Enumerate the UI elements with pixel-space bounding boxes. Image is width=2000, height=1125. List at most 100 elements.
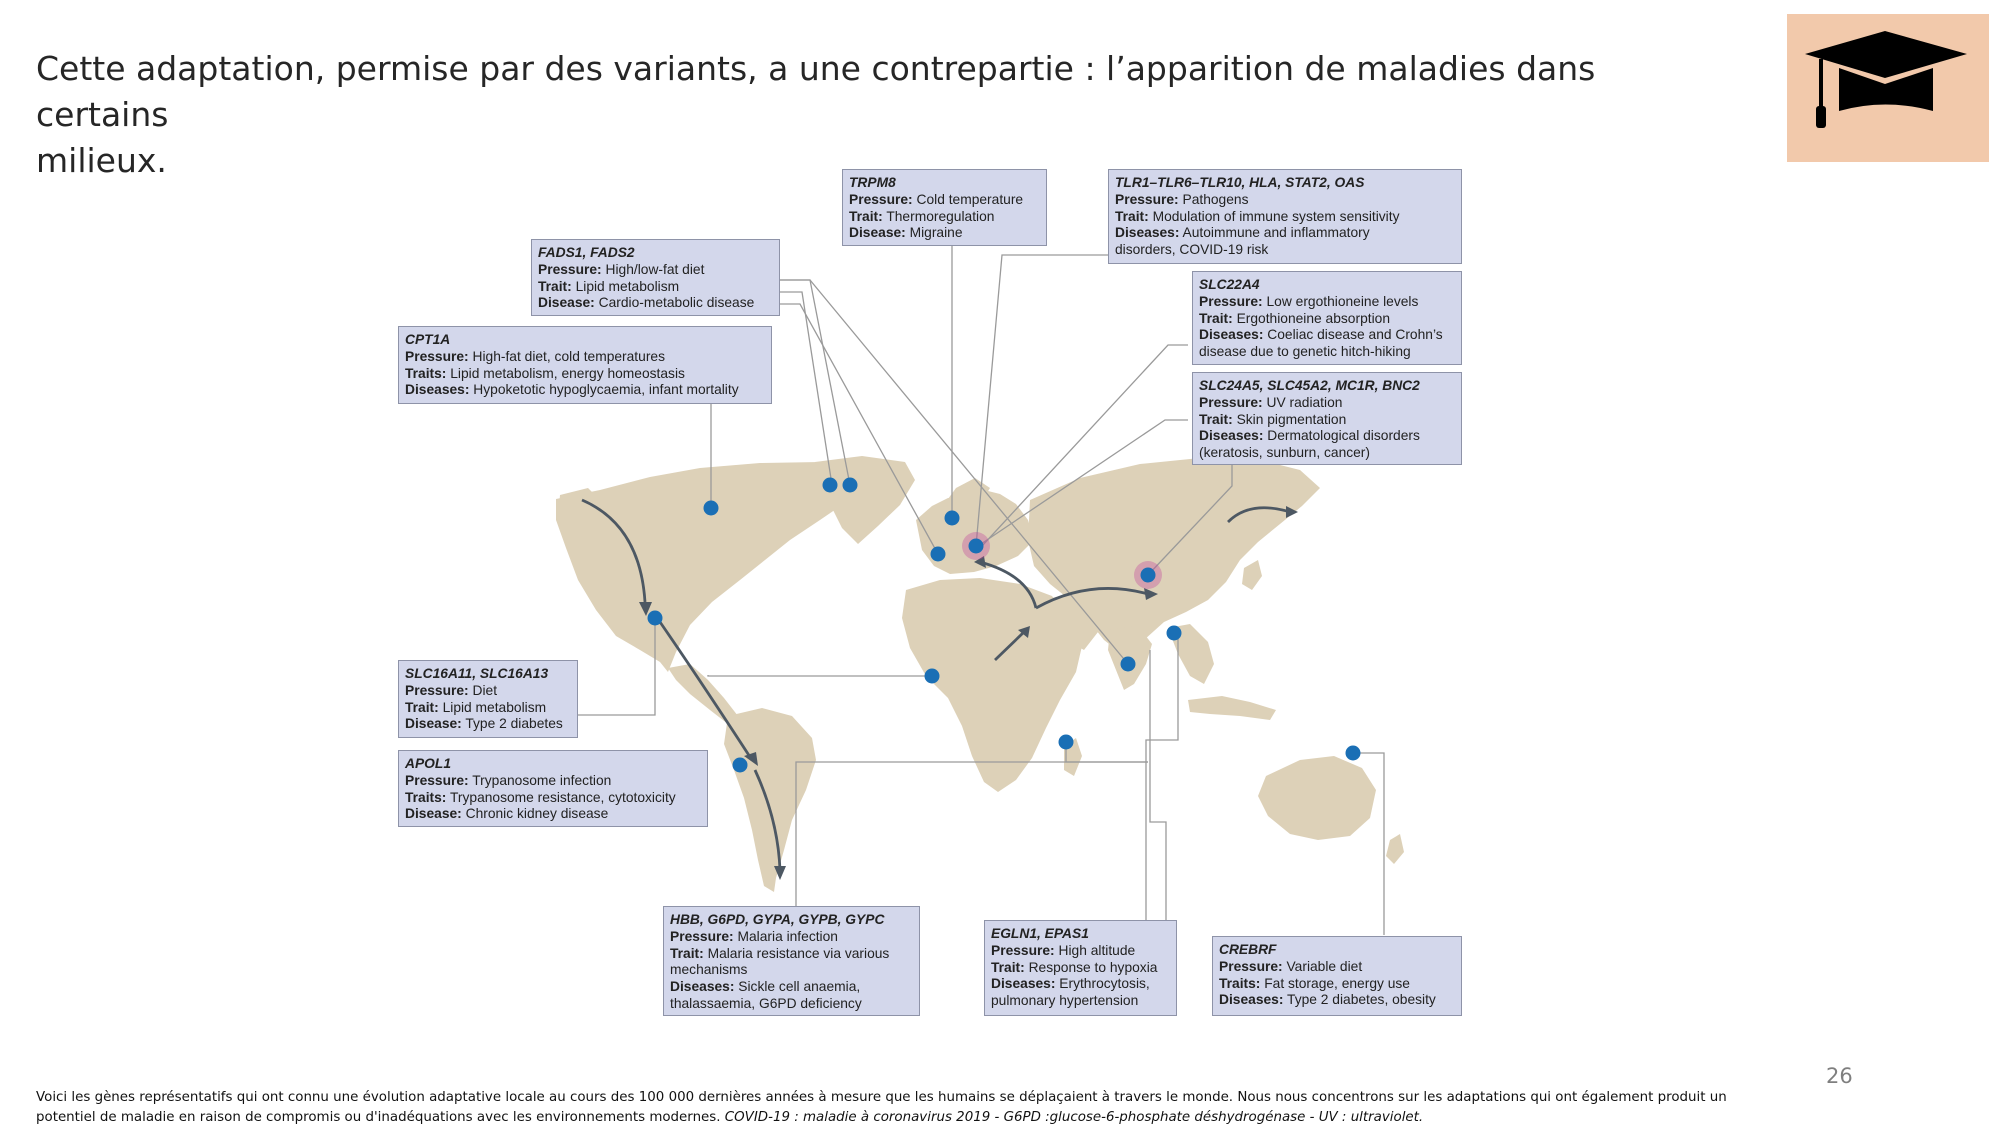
box-label: Trait: [1199,411,1233,427]
box-label: Pressure: [405,348,469,364]
box-value-continued: mechanisms [670,962,748,978]
box-value: Coeliac disease and Crohn’s [1267,327,1443,343]
box-genes: SLC22A4 [1199,277,1260,292]
arrow-beringia [581,498,647,603]
box-label: Diseases: [1219,992,1284,1008]
marker-east-africa [1058,734,1074,750]
connector-lines [578,245,1385,935]
box-value: Lipid metabolism [575,278,680,294]
landmass-australia [1258,756,1376,840]
box-label: Traits: [405,789,447,805]
landmass-new-zealand [1386,834,1404,864]
arrow-out-of-africa [994,630,1025,662]
box-label: Pressure: [670,928,734,944]
info-box-slc24a5: SLC24A5, SLC45A2, MC1R, BNC2 Pressure: U… [1192,372,1462,465]
box-value: Ergothioneine absorption [1236,310,1390,326]
box-genes: EGLN1, EPAS1 [991,926,1089,941]
info-box-trpm8: TRPM8 Pressure: Cold temperature Trait: … [842,169,1047,246]
box-label: Trait: [670,945,704,961]
connector-fads-1 [780,279,851,486]
box-value: Sickle cell anaemia, [738,979,861,995]
box-label: Diseases: [1199,327,1264,343]
connector-fads-india [780,279,1129,665]
box-label: Disease: [405,716,462,732]
box-label: Diseases: [1115,225,1180,241]
box-value: Dermatological disorders [1267,428,1420,444]
box-value: Lipid metabolism, energy homeostasis [450,365,685,381]
info-box-cpt1a: CPT1A Pressure: High-fat diet, cold temp… [398,326,772,404]
connector-fads-2 [780,291,833,486]
info-box-egln1: EGLN1, EPAS1 Pressure: High altitude Tra… [984,920,1177,1016]
connector-fads-europe [780,303,939,555]
info-box-hbb: HBB, G6PD, GYPA, GYPB, GYPC Pressure: Ma… [663,906,920,1016]
box-label: Diseases: [670,979,735,995]
box-value: Migraine [909,225,963,241]
box-value: Type 2 diabetes, obesity [1287,992,1436,1008]
box-value: Malaria infection [737,928,838,944]
box-genes: TLR1–TLR6–TLR10, HLA, STAT2, OAS [1115,175,1365,190]
landmass-south-america [724,708,816,892]
title-line-1: Cette adaptation, permise par des varian… [36,49,1596,134]
info-box-crebrf: CREBRF Pressure: Variable diet Traits: F… [1212,936,1462,1016]
info-box-slc22a4: SLC22A4 Pressure: Low ergothioneine leve… [1192,271,1462,365]
arrow-head-to-europe [974,556,986,568]
info-box-fads: FADS1, FADS2 Pressure: High/low-fat diet… [531,239,780,316]
landmass-indonesia [1188,696,1276,720]
box-label: Pressure: [405,682,469,698]
marker-canada [703,500,719,516]
marker-india [1120,656,1136,672]
landmass-japan [1242,560,1262,590]
box-label: Traits: [1219,975,1261,991]
info-box-tlr-hla: TLR1–TLR6–TLR10, HLA, STAT2, OAS Pressur… [1108,169,1462,264]
box-label: Traits: [405,365,447,381]
location-markers [647,477,1361,773]
arrow-head-beringia [639,602,652,616]
landmass-central-america [668,664,738,724]
box-genes: APOL1 [405,756,451,771]
landmass-africa [902,578,1082,792]
marker-oceania [1345,745,1361,761]
box-value: Response to hypoxia [1028,959,1158,975]
connector-slc16a11 [578,618,656,716]
box-label: Diseases: [991,976,1056,992]
footnote-text: Voici les gènes représentatifs qui ont c… [36,1090,1727,1125]
box-label: Disease: [849,225,906,241]
box-label: Disease: [538,295,595,311]
box-value: Thermoregulation [886,208,995,224]
arrow-siberia [1227,506,1291,524]
connector-slc22a4 [981,344,1188,547]
box-genes: SLC24A5, SLC45A2, MC1R, BNC2 [1199,378,1420,393]
box-genes: TRPM8 [849,175,896,190]
connector-slc24a5 [977,419,1188,547]
box-value: Pathogens [1182,191,1249,207]
graduation-cap-badge [1787,14,1989,162]
connector-apol1 [707,675,932,677]
arrow-americas [658,621,754,761]
world-map-land [556,456,1404,892]
box-genes: FADS1, FADS2 [538,245,635,260]
box-value: Type 2 diabetes [465,716,563,732]
box-genes: CPT1A [405,332,451,347]
box-label: Trait: [849,208,883,224]
box-value-continued: disease due to genetic hitch-hiking [1199,344,1411,360]
box-label: Trait: [991,959,1025,975]
box-value: Autoimmune and inflammatory [1182,225,1370,241]
connector-egln1-ethiopia [1149,650,1167,920]
page-number: 26 [1826,1064,1853,1088]
box-label: Trait: [1199,310,1233,326]
box-value: Erythrocytosis, [1059,976,1150,992]
landmass-greenland [815,456,915,544]
footnote-abbreviations: COVID-19 : maladie à coronavirus 2019 - … [724,1110,1424,1125]
box-value: Skin pigmentation [1236,411,1347,427]
box-value: Diet [472,682,498,698]
migration-arrows [581,498,1291,871]
landmass-southeast-asia [1168,624,1214,684]
box-genes: CREBRF [1219,942,1277,957]
landmass-asia [1028,458,1320,654]
box-value: High altitude [1058,942,1136,958]
info-box-slc16a11: SLC16A11, SLC16A13 Pressure: Diet Trait:… [398,660,578,738]
landmass-europe [916,490,1034,574]
arrow-head-siberia [1286,506,1298,518]
box-value: Trypanosome resistance, cytotoxicity [450,789,676,805]
